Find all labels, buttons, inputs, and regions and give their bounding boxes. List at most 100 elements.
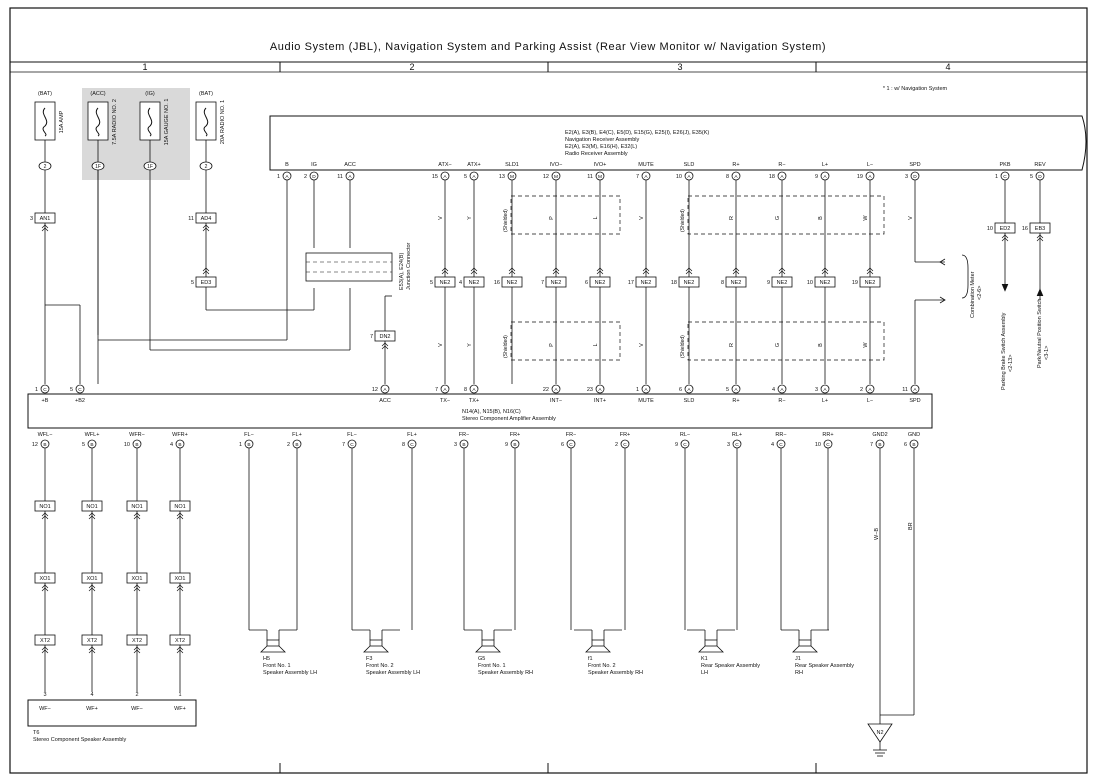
- amp-bottom-terminal-13-pin: 3: [727, 442, 730, 448]
- nav-terminal-label-15: PKB: [999, 162, 1010, 168]
- conn-ne2-7-box: [725, 276, 747, 288]
- conn-ne2-8-label: NE2: [777, 280, 788, 286]
- speaker-name-5-0: Rear Speaker Assembly: [795, 663, 854, 669]
- connector-arrow: [202, 224, 210, 232]
- amp-bottom-terminal-10-pin: 6: [561, 442, 564, 448]
- connector-arrow: [642, 267, 650, 275]
- nav-terminal-1-conn: D: [312, 174, 316, 180]
- stereo-terminal-pin-3: 1: [178, 692, 181, 698]
- amp-top-label-13: SPD: [909, 398, 920, 404]
- connector-arrow: [133, 512, 141, 520]
- amp-top-terminal-8-conn: A: [687, 387, 691, 393]
- amp-top-label-10: R−: [778, 398, 785, 404]
- speaker-icon-3: [591, 639, 605, 647]
- nav-terminal-5-pin: 13: [499, 174, 505, 180]
- fuse-icon-1: [87, 101, 109, 141]
- connector-arrow: [596, 267, 604, 275]
- amp-bottom-label-14: RR−: [775, 432, 786, 438]
- nav-terminal-0-conn: A: [285, 174, 289, 180]
- amp-bottom-terminal-13-conn: C: [735, 442, 739, 448]
- wires: [44, 170, 1044, 692]
- conn-xt2-1-label: XT2: [87, 638, 97, 644]
- speaker-cone-5: [792, 645, 818, 653]
- wire-color-lower-3: L: [593, 343, 599, 346]
- wire-color-3: L: [593, 216, 599, 219]
- amp-bottom-terminal-10-conn: C: [569, 442, 573, 448]
- parking-brake-ref: <2-13>: [1008, 355, 1014, 372]
- amp-bottom-terminal-8-conn: B: [462, 442, 465, 448]
- amp-bottom-label-13: RL+: [732, 432, 742, 438]
- amp-top-terminal-5-circle: [551, 384, 561, 394]
- nav-terminal-12-pin: 9: [815, 174, 818, 180]
- amp-top-label-5: INT−: [550, 398, 562, 404]
- nav-receiver-box: [269, 115, 1087, 171]
- conn-ne2-0-box: [434, 276, 456, 288]
- amp-bottom-label-6: FL−: [347, 432, 357, 438]
- amp-top-terminal-9-circle: [731, 384, 741, 394]
- speaker-name-5-1: RH: [795, 670, 803, 676]
- nav-terminal-15-pin: 1: [995, 174, 998, 180]
- amp-bottom-terminal-16-conn: B: [878, 442, 881, 448]
- fuse-icon-0: [34, 101, 56, 141]
- conn-ed3-label: ED3: [201, 280, 212, 286]
- amp-bottom-terminal-8-pin: 3: [454, 442, 457, 448]
- nav-terminal-0-pin: 1: [277, 174, 280, 180]
- conn-no1-3-label: NO1: [174, 504, 185, 510]
- wire-color-0: V: [438, 216, 444, 220]
- diagram-title: Audio System (JBL), Navigation System an…: [270, 41, 826, 53]
- amp-top-terminal-3-pin: 7: [435, 387, 438, 393]
- nav-terminal-label-6: IVO−: [550, 162, 563, 168]
- spd-arrow-1: [939, 258, 946, 266]
- connector-arrow: [88, 512, 96, 520]
- nav-terminal-3-conn: A: [443, 174, 447, 180]
- conn-xt2-2-label: XT2: [132, 638, 142, 644]
- amp-bottom-terminal-17-conn: B: [912, 442, 915, 448]
- speaker-code-4: K1: [701, 656, 708, 662]
- conn-xo1-1-box: [81, 572, 103, 584]
- amp-top-terminal-10-pin: 4: [772, 387, 775, 393]
- amp-bottom-terminal-14-pin: 4: [771, 442, 774, 448]
- footnote: * 1 : w/ Navigation System: [883, 86, 948, 92]
- speaker-name-3-1: Speaker Assembly RH: [588, 670, 643, 676]
- conn-ne2-3-box: [545, 276, 567, 288]
- stereo-terminal-pin-2: 2: [135, 692, 138, 698]
- conn-eb3-pin: 16: [1022, 226, 1028, 232]
- amp-bottom-terminal-1-conn: B: [90, 442, 93, 448]
- conn-xo1-2-label: XO1: [131, 576, 142, 582]
- connector-arrow: [88, 584, 96, 592]
- conn-ad4-pin: 11: [188, 216, 194, 222]
- amp-bottom-label-11: FR+: [620, 432, 631, 438]
- nav-terminal-label-16: REV: [1034, 162, 1046, 168]
- amp-bottom-terminal-6-pin: 7: [342, 442, 345, 448]
- conn-ne2-10-pin: 19: [852, 280, 858, 286]
- amp-bottom-terminal-15-conn: C: [826, 442, 830, 448]
- conn-ed2-box: [994, 222, 1016, 234]
- conn-ne2-10-label: NE2: [865, 280, 876, 286]
- conn-xt2-0-label: XT2: [40, 638, 50, 644]
- conn-ne2-5-box: [635, 276, 657, 288]
- amp-top-label-11: L+: [822, 398, 828, 404]
- amp-bottom-terminal-3-pin: 4: [170, 442, 173, 448]
- conn-ed2-pin: 10: [987, 226, 993, 232]
- amp-top-terminal-10-circle: [777, 384, 787, 394]
- amp-bottom-terminal-1-pin: 5: [82, 442, 85, 448]
- amp-top-terminal-2-circle: [380, 384, 390, 394]
- shielded-label-4: (Shielded): [680, 335, 686, 358]
- nav-terminal-6-pin: 12: [543, 174, 549, 180]
- amp-top-terminal-4-conn: A: [472, 387, 476, 393]
- fuse-source-1: (ACC): [90, 91, 105, 97]
- speaker-cone-1: [363, 645, 389, 653]
- amp-top-terminal-2-pin: 12: [372, 387, 378, 393]
- amp-bottom-terminal-16-pin: 7: [870, 442, 873, 448]
- connector-arrow: [381, 342, 389, 350]
- nav-terminal-label-3: ATX−: [438, 162, 452, 168]
- amp-top-terminal-0-pin: 1: [35, 387, 38, 393]
- conn-no1-2-box: [126, 500, 148, 512]
- amp-bottom-terminal-11-pin: 2: [615, 442, 618, 448]
- conn-ne2-2-box: [501, 276, 523, 288]
- nav-terminal-16-pin: 5: [1030, 174, 1033, 180]
- shielded-label-2: (Shielded): [503, 335, 509, 358]
- connector-arrow: [41, 224, 49, 232]
- nav-terminal-label-11: R−: [778, 162, 785, 168]
